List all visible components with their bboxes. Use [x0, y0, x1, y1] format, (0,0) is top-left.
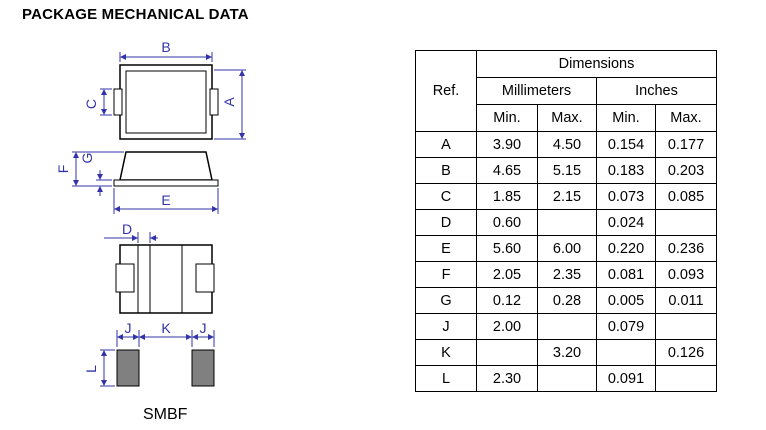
- cell-ref: F: [415, 261, 477, 288]
- cell-mm-max: 3.20: [537, 339, 597, 366]
- cell-in-min: 0.183: [596, 157, 656, 184]
- cell-mm-max: 4.50: [537, 131, 597, 158]
- cell-mm-min: 2.00: [476, 313, 538, 340]
- cell-ref: A: [415, 131, 477, 158]
- inches-header: Inches: [596, 77, 717, 105]
- cell-in-min: [596, 339, 656, 366]
- cell-in-max: 0.011: [655, 287, 717, 314]
- cell-mm-max: [537, 209, 597, 236]
- ref-header: Ref.: [415, 50, 477, 132]
- bottom-view: D: [104, 221, 215, 314]
- label-d: D: [122, 221, 132, 237]
- millimeters-header: Millimeters: [476, 77, 597, 105]
- cell-ref: B: [415, 157, 477, 184]
- dimensions-header: Dimensions: [476, 50, 717, 78]
- cell-in-max: [655, 313, 717, 340]
- cell-in-max: 0.203: [655, 157, 717, 184]
- cell-in-min: 0.154: [596, 131, 656, 158]
- label-l: L: [83, 365, 99, 373]
- page-title: PACKAGE MECHANICAL DATA: [22, 6, 249, 23]
- min-header: Min.: [476, 104, 538, 132]
- cell-in-min: 0.081: [596, 261, 656, 288]
- footprint-view: J K J L: [83, 320, 215, 387]
- label-f: F: [55, 165, 71, 174]
- label-b: B: [161, 39, 170, 55]
- label-j-left: J: [125, 320, 132, 336]
- table-row: K 3.20 0.126: [415, 339, 717, 366]
- cell-ref: C: [415, 183, 477, 210]
- cell-in-max: 0.085: [655, 183, 717, 210]
- label-a: A: [221, 97, 237, 107]
- cell-in-min: 0.079: [596, 313, 656, 340]
- cell-in-min: 0.005: [596, 287, 656, 314]
- max-header: Max.: [537, 104, 597, 132]
- label-g: G: [79, 153, 95, 164]
- cell-ref: L: [415, 365, 477, 392]
- cell-mm-min: 5.60: [476, 235, 538, 262]
- label-e: E: [161, 192, 170, 208]
- package-name: SMBF: [143, 406, 188, 423]
- cell-in-min: 0.220: [596, 235, 656, 262]
- cell-ref: D: [415, 209, 477, 236]
- cell-ref: E: [415, 235, 477, 262]
- cell-in-max: 0.093: [655, 261, 717, 288]
- cell-mm-min: [476, 339, 538, 366]
- top-view: B A C: [83, 39, 246, 140]
- cell-ref: J: [415, 313, 477, 340]
- cell-in-max: [655, 209, 717, 236]
- cell-mm-max: 2.15: [537, 183, 597, 210]
- dimensions-table: Ref. Dimensions Millimeters Inches Min. …: [415, 50, 717, 392]
- cell-mm-max: 5.15: [537, 157, 597, 184]
- cell-mm-min: 4.65: [476, 157, 538, 184]
- cell-in-max: 0.126: [655, 339, 717, 366]
- cell-in-min: 0.073: [596, 183, 656, 210]
- cell-mm-min: 3.90: [476, 131, 538, 158]
- cell-in-max: 0.177: [655, 131, 717, 158]
- package-drawing: B A C F G E: [55, 39, 246, 387]
- max-header: Max.: [655, 104, 717, 132]
- label-c: C: [83, 99, 99, 109]
- cell-mm-min: 1.85: [476, 183, 538, 210]
- cell-mm-max: 0.28: [537, 287, 597, 314]
- cell-mm-max: [537, 313, 597, 340]
- cell-mm-max: 6.00: [537, 235, 597, 262]
- cell-mm-min: 0.60: [476, 209, 538, 236]
- cell-in-max: 0.236: [655, 235, 717, 262]
- label-k: K: [161, 320, 171, 336]
- cell-in-min: 0.024: [596, 209, 656, 236]
- cell-mm-max: [537, 365, 597, 392]
- cell-in-min: 0.091: [596, 365, 656, 392]
- label-j-right: J: [200, 320, 207, 336]
- cell-ref: K: [415, 339, 477, 366]
- min-header: Min.: [596, 104, 656, 132]
- cell-in-max: [655, 365, 717, 392]
- cell-mm-min: 0.12: [476, 287, 538, 314]
- cell-ref: G: [415, 287, 477, 314]
- cell-mm-min: 2.05: [476, 261, 538, 288]
- cell-mm-max: 2.35: [537, 261, 597, 288]
- cell-mm-min: 2.30: [476, 365, 538, 392]
- side-view: F G E: [55, 151, 219, 214]
